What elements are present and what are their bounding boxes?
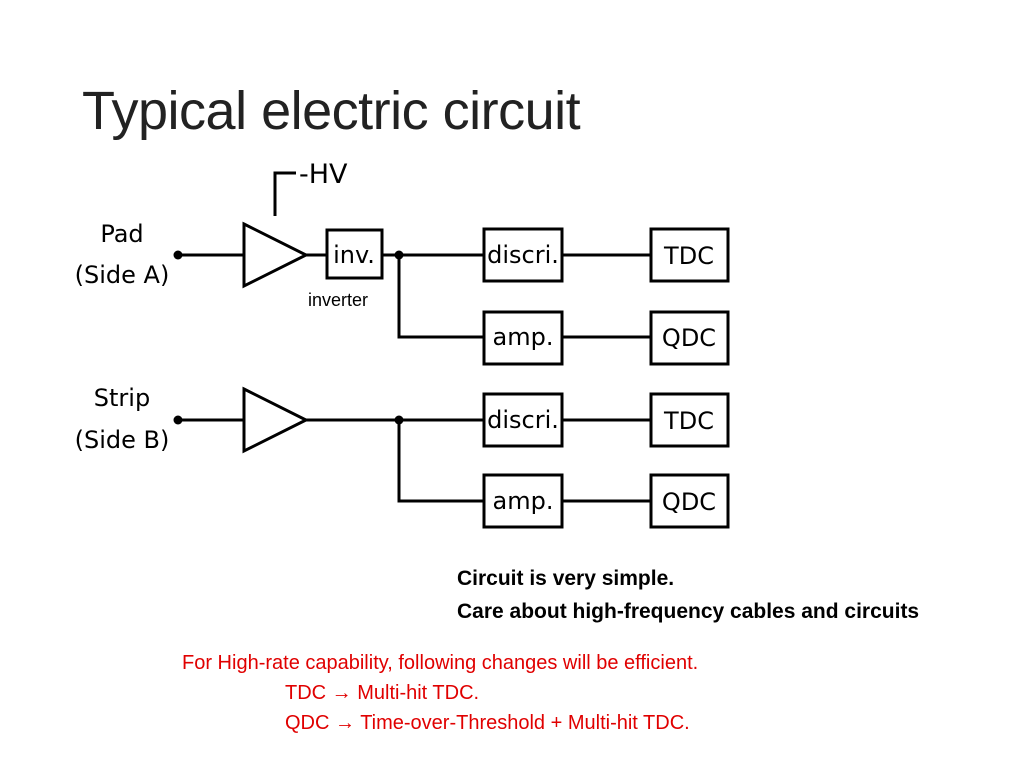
qdc-label-b: QDC [662, 488, 716, 516]
qdc-box-b [649, 473, 730, 529]
qdc-box-a [649, 310, 730, 366]
side-b-label-line2: (Side B) [75, 426, 170, 454]
side-b-label-line1: Strip [94, 384, 150, 412]
high-rate-notes: For High-rate capability, following chan… [182, 648, 698, 738]
discri-label-b: discri. [487, 406, 559, 434]
tdc-label-b: TDC [663, 407, 714, 435]
high-rate-note-line2: TDC → Multi-hit TDC. [285, 682, 480, 704]
high-rate-note-line3: QDC → Time-over-Threshold + Multi-hit TD… [285, 712, 690, 734]
inv-box-label: inv. [333, 241, 375, 269]
summary-note-line2: Care about high-frequency cables and cir… [457, 600, 920, 623]
junction-dot-b [394, 415, 404, 425]
summary-note-line1: Circuit is very simple. [457, 567, 675, 590]
hv-wire [273, 171, 296, 216]
amp-label-b: amp. [493, 487, 554, 515]
discri-label-a: discri. [487, 241, 559, 269]
strip-terminal-dot [173, 415, 183, 425]
side-a-label-line2: (Side A) [75, 261, 170, 289]
slide-title: Typical electric circuit [82, 81, 581, 141]
high-rate-note-line1: For High-rate capability, following chan… [182, 652, 699, 674]
tdc-box-b [649, 392, 730, 448]
amp-label-a: amp. [493, 323, 554, 351]
side-a-label-line1: Pad [100, 220, 143, 248]
preamp-triangle-b [242, 386, 310, 454]
branch-to-amp-wire-a [397, 255, 484, 339]
pad-terminal-dot [173, 250, 183, 260]
tdc-box-a [649, 227, 730, 283]
hv-label: -HV [299, 159, 348, 190]
inverter-note: inverter [308, 290, 369, 310]
tdc-label-a: TDC [663, 242, 714, 270]
junction-dot-a [394, 250, 404, 260]
branch-to-amp-wire-b [397, 420, 484, 503]
summary-notes: Circuit is very simple. Care about high-… [457, 562, 919, 628]
qdc-label-a: QDC [662, 324, 716, 352]
preamp-triangle-a [242, 221, 310, 289]
